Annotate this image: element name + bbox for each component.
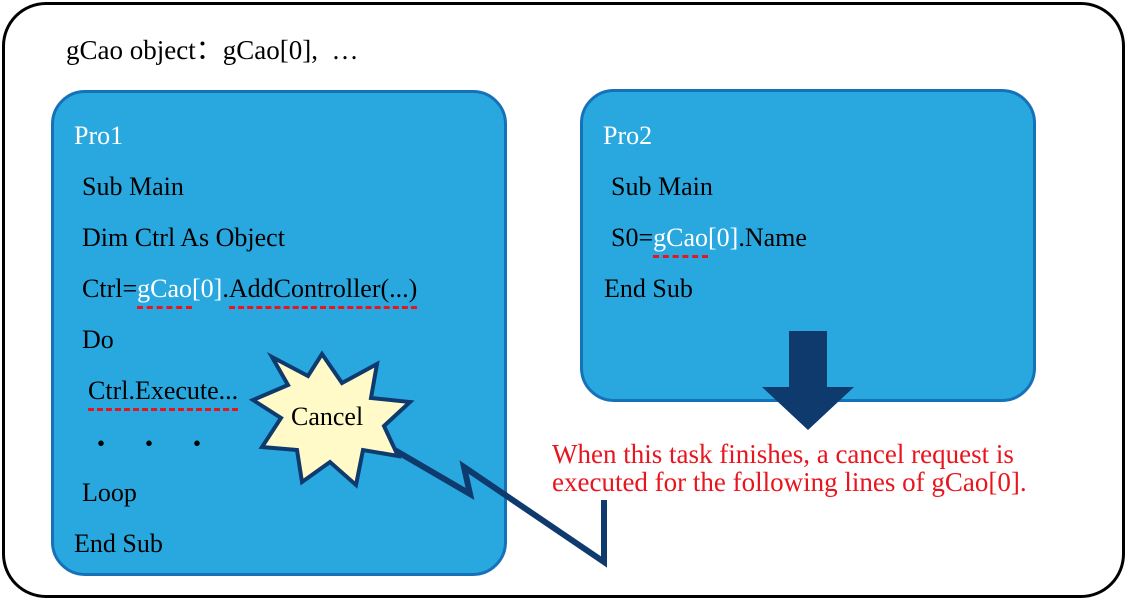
pro1-title: Pro1 [74, 121, 124, 150]
pro1-sub-main: Sub Main [82, 172, 184, 201]
pro1-do: Do [82, 325, 114, 354]
note-text: When this task finishes, a cancel reques… [552, 440, 1027, 496]
note-line2: executed for the following lines of gCao… [552, 467, 1027, 497]
pro1-end-sub: End Sub [74, 529, 163, 558]
ctrl-prefix: Ctrl= [82, 274, 138, 303]
s0-suffix: .Name [738, 223, 807, 252]
pro1-panel [51, 90, 507, 576]
ctrl-method: AddController(...) [228, 274, 418, 309]
pro1-execute-wrap: Ctrl.Execute... [88, 376, 239, 411]
ctrl-index: [0] [192, 274, 223, 303]
cancel-label: Cancel [291, 402, 364, 431]
s0-prefix: S0= [611, 223, 654, 252]
pro1-ctrl-line: Ctrl=gCao[0].AddController(...) [82, 274, 418, 309]
ctrl-dot: . [222, 274, 229, 303]
pro1-ellipsis: ・・・ [88, 430, 233, 459]
s0-gcao: gCao [653, 223, 709, 258]
pro2-sub-main: Sub Main [611, 172, 713, 201]
pro2-end-sub: End Sub [604, 274, 693, 303]
s0-index: [0] [708, 223, 739, 252]
note-line1: When this task finishes, a cancel reques… [552, 439, 1014, 469]
header-title: gCao object：gCao[0], … [66, 35, 359, 65]
pro1-loop: Loop [82, 478, 137, 507]
pro2-title: Pro2 [603, 121, 653, 150]
cancel-burst-icon [248, 350, 415, 489]
pro1-execute: Ctrl.Execute... [88, 376, 239, 411]
pro2-s0-line: S0=gCao[0].Name [611, 223, 807, 258]
down-arrow-icon [762, 331, 854, 430]
ctrl-gcao: gCao [137, 274, 193, 309]
lightning-connector [384, 442, 607, 568]
pro1-dim-line: Dim Ctrl As Object [82, 223, 285, 252]
